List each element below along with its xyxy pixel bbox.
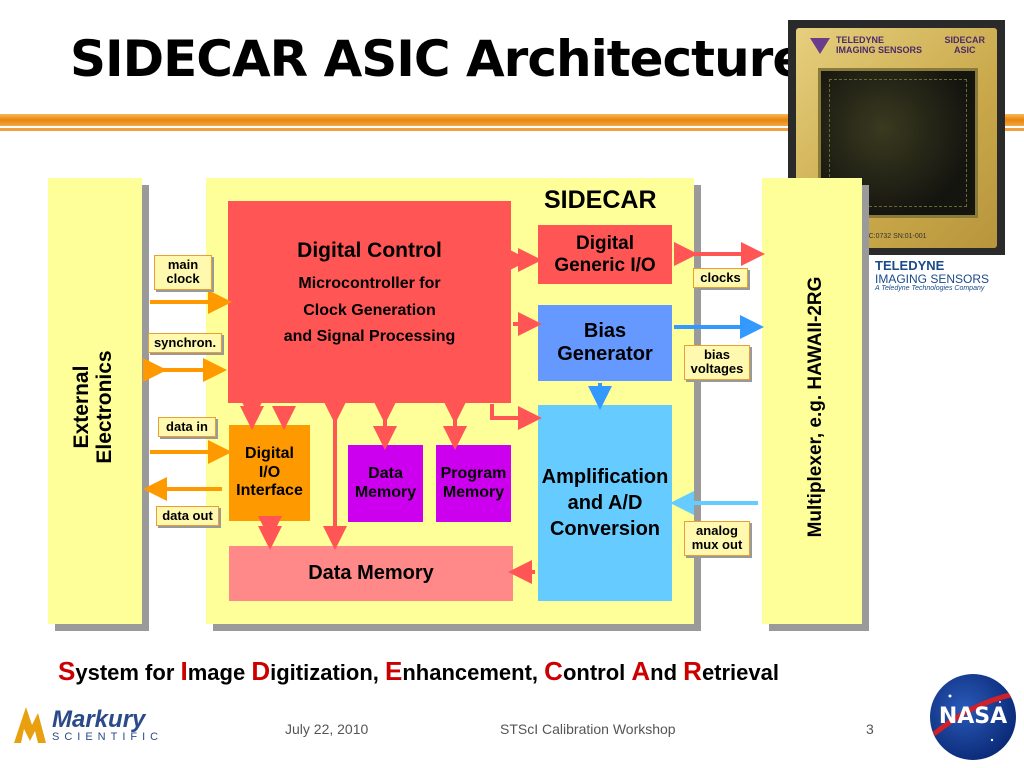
teledyne-division: IMAGING SENSORS [875,271,990,286]
nasa-text: NASA [938,704,1008,729]
tag-data-in: data in [158,417,216,438]
data-memory-large-block: Data Memory [229,546,513,601]
slide-title: SIDECAR ASIC Architecture [70,30,806,88]
acronym-word: ystem for [75,660,181,685]
tag-clocks: clocks [693,268,748,289]
bias-generator-block: Bias Generator [538,305,672,381]
tag-synchron: synchron. [148,333,222,354]
nasa-logo: NASA [930,674,1016,760]
tag-main-clock: main clock [154,255,212,290]
tag-bias-voltages: bias voltages [684,345,750,380]
chip-bottom-label: PB-NA7500-A DC:0732 SN:01-001 [818,233,927,240]
acronym-word: nd [650,660,684,685]
acronym-letter: C [544,656,563,686]
chip-teledyne-text-1: TELEDYNE [836,35,885,45]
multiplexer-panel [762,178,862,624]
digital-generic-io-block: Digital Generic I/O [538,225,672,284]
sidecar-acronym: System for Image Digitization, Enhanceme… [58,656,779,687]
acronym-word: etrieval [701,660,779,685]
amplification-block: Amplification and A/D Conversion [538,405,672,601]
external-electronics-label: External Electronics [70,350,117,464]
acronym-letter: S [58,656,76,686]
tag-analog-mux-out: analog mux out [684,521,750,556]
acronym-letter: A [631,656,651,686]
external-electronics-panel [48,178,142,624]
chip-teledyne-icon [810,38,830,54]
sidecar-label: SIDECAR [544,186,657,214]
acronym-word: ontrol [562,660,632,685]
footer-event: STScI Calibration Workshop [500,721,676,737]
digital-control-block: Digital Control Microcontroller for Cloc… [228,201,511,403]
markury-icon [14,707,46,743]
data-memory-small-block: Data Memory [348,445,423,522]
digital-control-title: Digital Control [297,239,442,262]
title-underline-thin [0,128,1024,131]
acronym-word: nhancement, [402,660,545,685]
teledyne-tagline: A Teledyne Technologies Company [875,285,985,293]
program-memory-block: Program Memory [436,445,511,522]
tag-data-out: data out [156,506,219,527]
markury-name: Markury [52,705,146,733]
digital-io-interface-block: Digital I/O Interface [229,425,310,521]
acronym-word: mage [187,660,252,685]
markury-logo: Markury SCIENTIFIC [12,703,187,747]
digital-control-line1: Microcontroller for [298,275,441,293]
chip-label-asic: ASIC [953,44,976,55]
footer-date: July 22, 2010 [285,721,369,737]
footer-page-number: 3 [866,721,874,737]
acronym-letter: I [180,656,188,686]
markury-subtitle: SCIENTIFIC [52,730,164,743]
acronym-letter: R [683,656,702,686]
chip-teledyne-text-2: IMAGING SENSORS [836,44,923,55]
title-underline [0,114,1024,126]
acronym-letter: E [385,656,403,686]
digital-control-line3: and Signal Processing [283,327,456,345]
acronym-word: igitization, [270,660,385,685]
chip-photo: TELEDYNE IMAGING SENSORS SIDECAR ASIC PB… [788,20,1005,256]
digital-control-line2: Clock Generation [303,301,436,319]
acronym-letter: D [251,656,271,686]
teledyne-name: TELEDYNE [875,258,945,274]
multiplexer-label: Multiplexer, e.g. HAWAII-2RG [805,276,826,538]
chip-label-sidecar: SIDECAR [944,35,985,45]
